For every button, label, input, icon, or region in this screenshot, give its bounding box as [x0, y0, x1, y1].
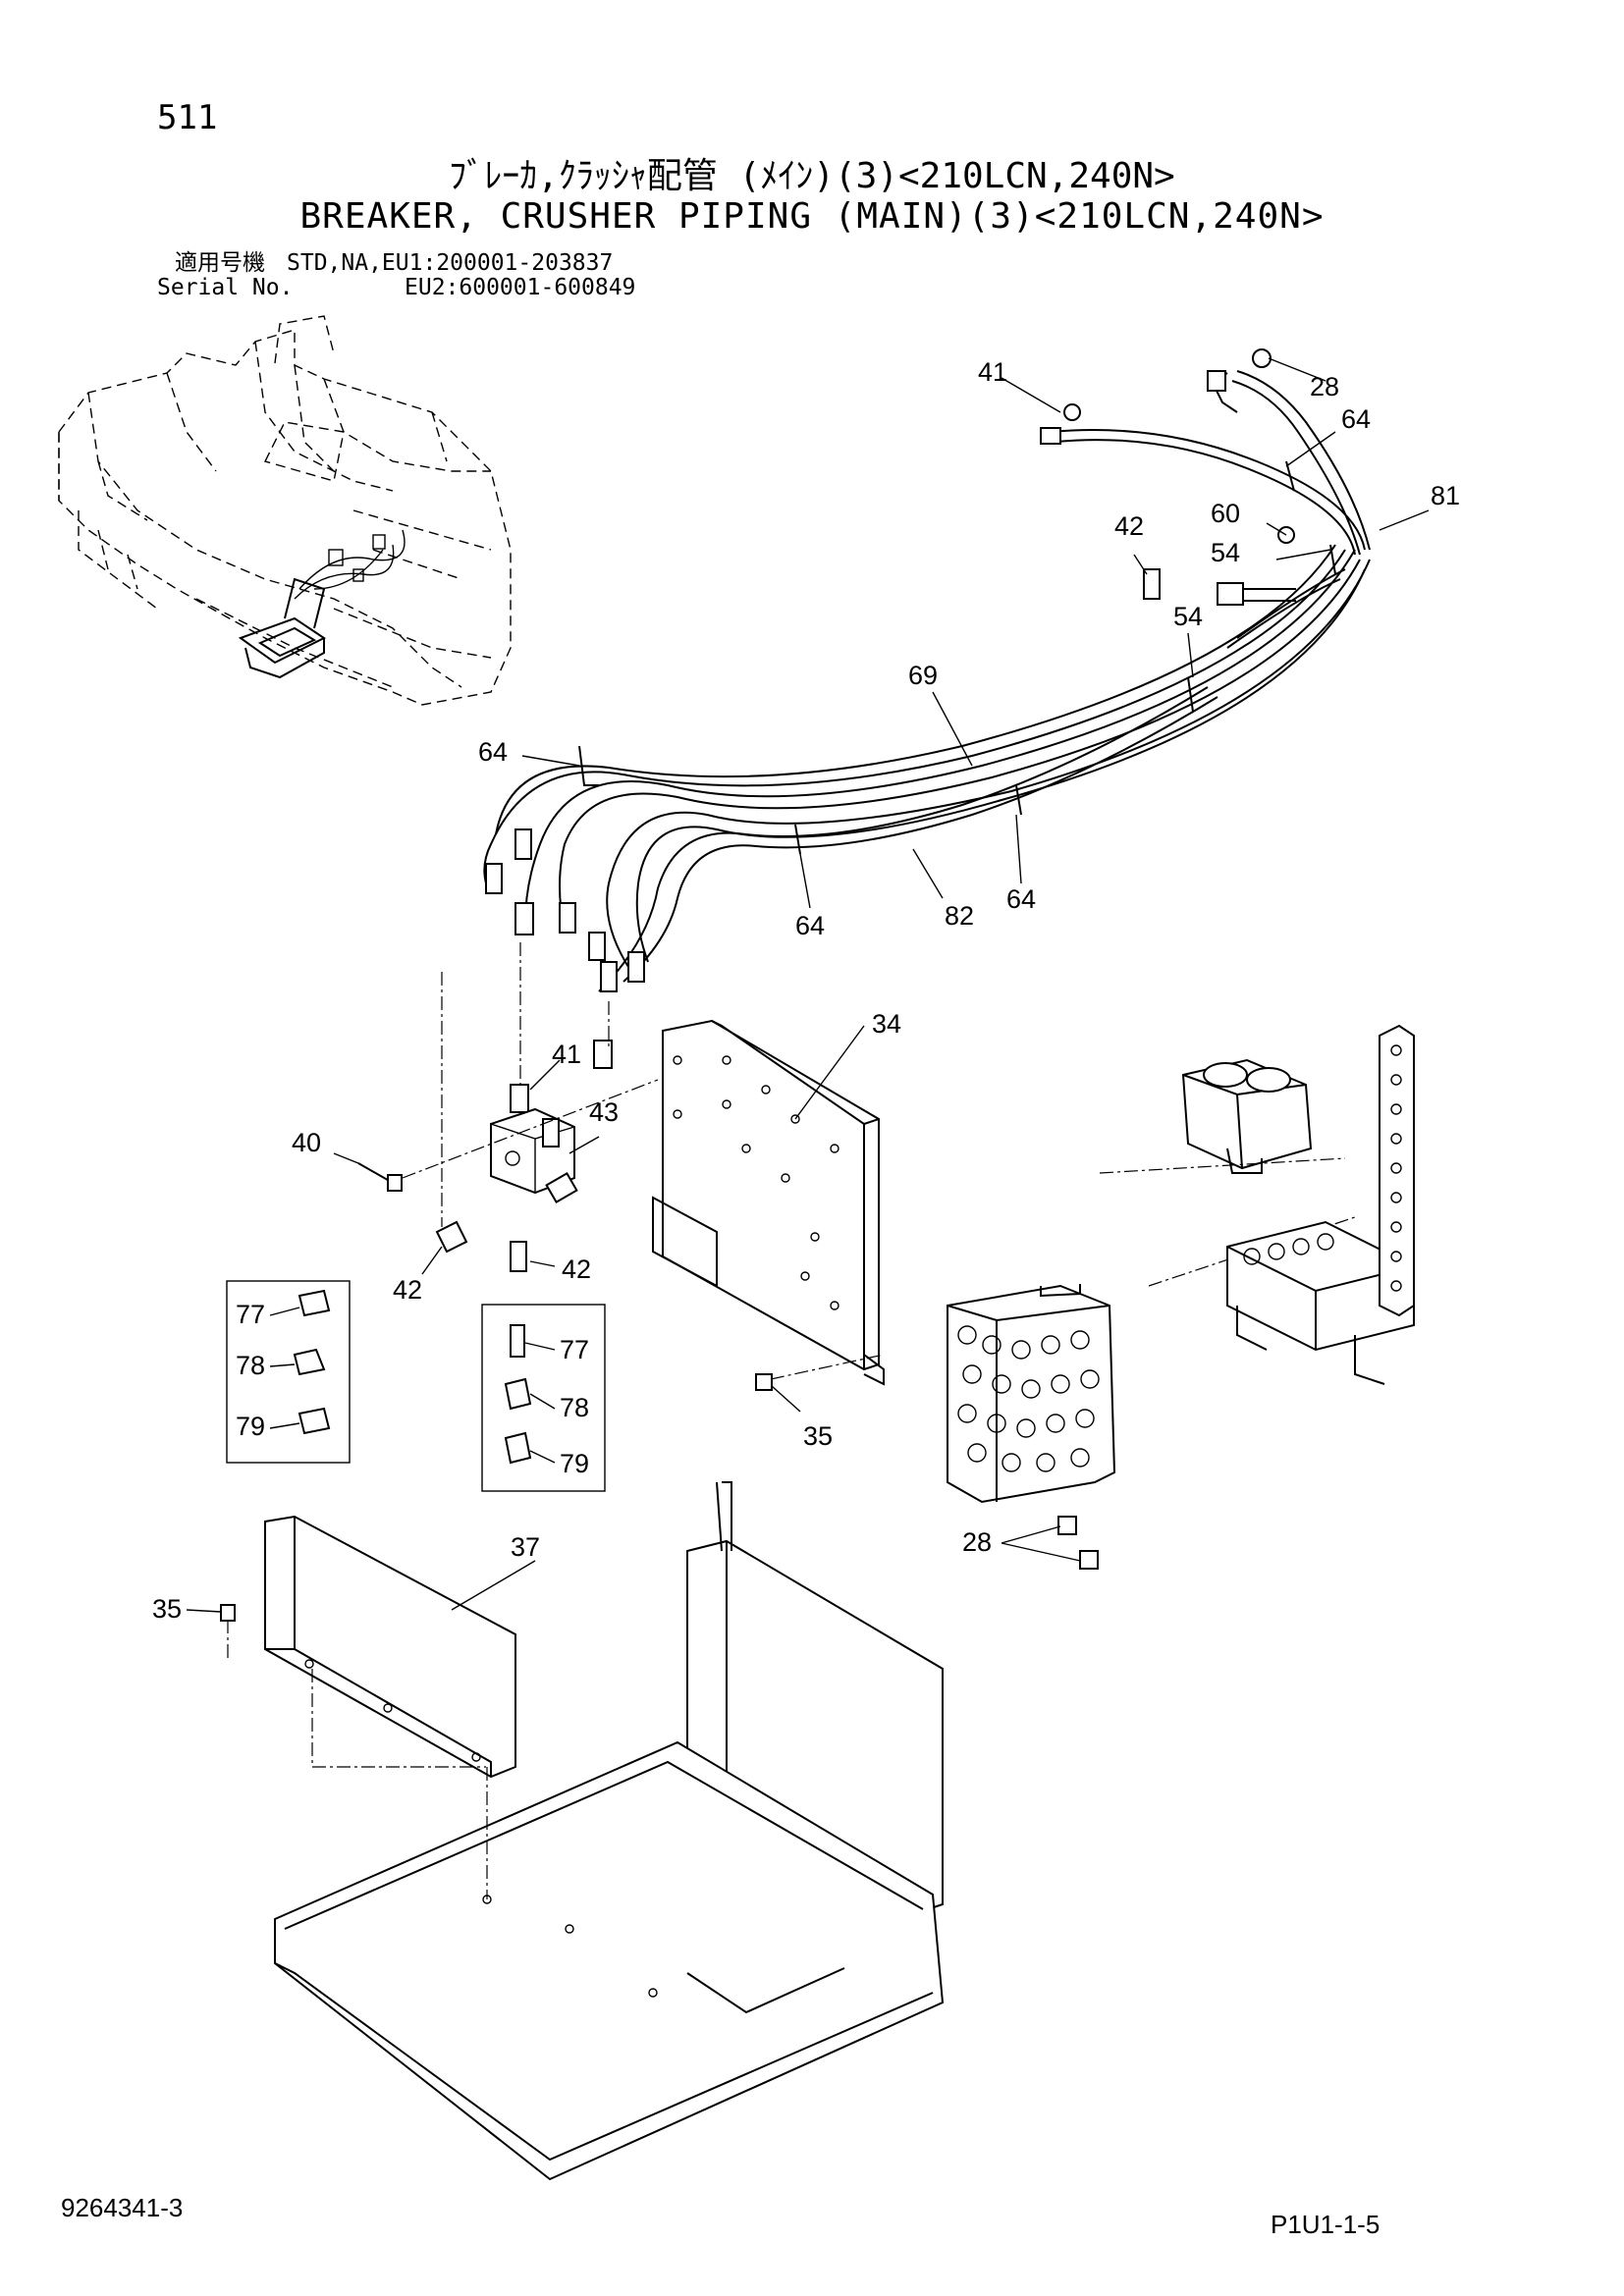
callout-64-bottom-right: 64: [1006, 884, 1036, 914]
callout-79-left: 79: [236, 1412, 265, 1441]
callout-64-left: 64: [478, 737, 508, 767]
hose-bundle: [483, 370, 1371, 992]
cover-37: [220, 1515, 516, 1779]
serial-label: Serial No.: [157, 275, 294, 300]
frame-tray: [274, 1481, 945, 2181]
callout-43: 43: [589, 1097, 619, 1127]
callout-81: 81: [1431, 481, 1460, 510]
callout-numbers: 41 28 64 81 42 60 54 54 69 64 64 82 64 3…: [152, 357, 1460, 1624]
callout-28-bottom: 28: [962, 1527, 992, 1557]
callout-35-left: 35: [152, 1594, 182, 1624]
callout-77-right: 77: [560, 1335, 589, 1364]
callout-42-top: 42: [1114, 511, 1144, 541]
serial-range-line2: EU2:600001-600849: [405, 275, 636, 300]
leader-lines: [186, 357, 1430, 1613]
callout-60: 60: [1211, 499, 1240, 528]
callout-69: 69: [908, 661, 938, 690]
machine-overview-illustration: [58, 315, 512, 706]
callout-54-upper: 54: [1211, 538, 1240, 567]
drawing-number: 9264341-3: [61, 2193, 184, 2222]
page-number: 511: [157, 98, 218, 137]
callout-41-mid: 41: [552, 1040, 581, 1069]
title-english: BREAKER, CRUSHER PIPING (MAIN)(3)<210LCN…: [299, 196, 1325, 237]
callout-42-mid: 42: [562, 1255, 591, 1284]
callout-64-bottom-left: 64: [795, 911, 825, 940]
mounting-panel-34: [652, 1019, 885, 1391]
callout-34: 34: [872, 1009, 901, 1039]
fitting-kit-box-left: [226, 1280, 351, 1464]
breaker-valve-block: [1099, 1024, 1415, 1385]
callout-35-mid: 35: [803, 1421, 833, 1451]
hose-end-fittings: [485, 348, 1336, 1069]
title-japanese: ﾌﾞﾚｰｶ,ｸﾗｯｼｬ配管 (ﾒｲﾝ)(3)<210LCN,240N>: [449, 156, 1175, 196]
callout-41-top: 41: [978, 357, 1007, 387]
callout-82: 82: [945, 901, 974, 931]
applicable-label-jp: 適用号機: [175, 250, 265, 276]
callout-37: 37: [511, 1532, 540, 1562]
serial-range-line1: STD,NA,EU1:200001-203837: [287, 250, 614, 276]
callout-42-left: 42: [393, 1275, 422, 1305]
left-fittings: [357, 942, 659, 1272]
callout-40: 40: [292, 1128, 321, 1157]
page-code: P1U1-1-5: [1271, 2210, 1380, 2239]
callout-79-right: 79: [560, 1449, 589, 1478]
callout-28-top: 28: [1310, 372, 1339, 401]
callout-78-right: 78: [560, 1393, 589, 1422]
callout-77-left: 77: [236, 1300, 265, 1329]
fitting-kit-box-right: [481, 1304, 606, 1492]
callout-78-left: 78: [236, 1351, 265, 1380]
control-valve: [947, 1284, 1116, 1570]
callout-54-lower: 54: [1173, 602, 1203, 631]
callout-64-top: 64: [1341, 404, 1371, 434]
